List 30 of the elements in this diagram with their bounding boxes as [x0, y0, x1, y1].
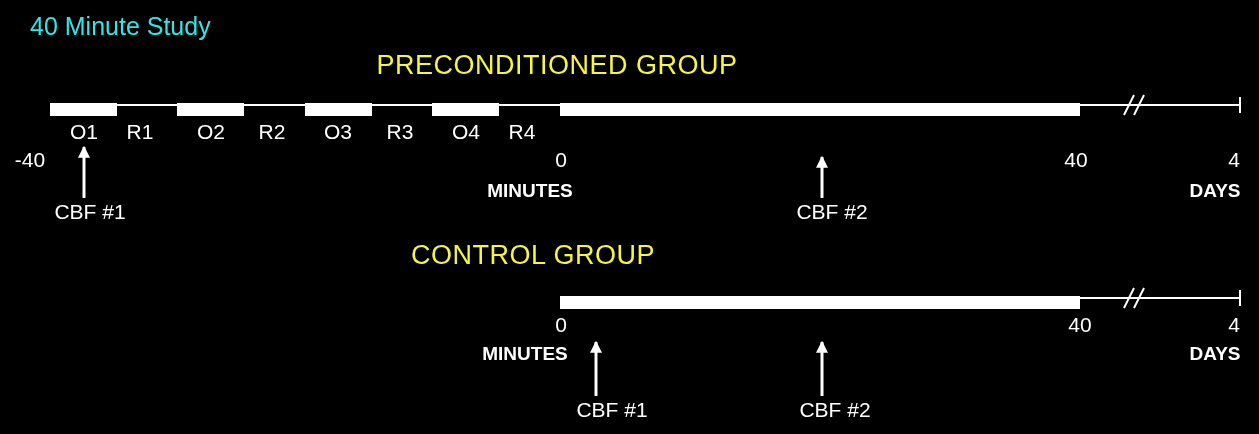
measurement-label: CBF #2 [796, 200, 868, 224]
timeline-label: 0 [555, 313, 567, 337]
timeline-label: DAYS [1189, 180, 1241, 202]
timeline-label: 4 [1228, 148, 1240, 172]
timeline-label: -40 [14, 148, 46, 172]
group-heading: CONTROL GROUP [411, 240, 655, 271]
timeline-label: DAYS [1189, 343, 1241, 365]
measurement-label: CBF #2 [799, 398, 871, 422]
group-heading: PRECONDITIONED GROUP [376, 50, 738, 81]
timeline-label: R1 [126, 120, 154, 144]
timeline-label: 40 [1068, 313, 1092, 337]
timeline-label: R2 [258, 120, 286, 144]
arrow [590, 340, 602, 396]
timeline-label: O4 [452, 120, 480, 144]
timeline-label: O1 [70, 120, 98, 144]
timeline-label: O3 [324, 120, 352, 144]
timeline-label: R3 [386, 120, 414, 144]
timeline-label: MINUTES [482, 343, 568, 365]
timeline-label: 0 [555, 148, 567, 172]
timeline-label: 4 [1228, 313, 1240, 337]
timeline-label: 40 [1064, 148, 1088, 172]
timeline-label: O2 [197, 120, 225, 144]
timeline-label: MINUTES [487, 180, 573, 202]
arrow [816, 340, 828, 396]
measurement-label: CBF #1 [576, 398, 648, 422]
timeline-label: R4 [508, 120, 536, 144]
arrow [78, 145, 90, 198]
diagram-title: 40 Minute Study [30, 12, 211, 41]
arrow [816, 155, 828, 198]
measurement-label: CBF #1 [54, 200, 126, 224]
